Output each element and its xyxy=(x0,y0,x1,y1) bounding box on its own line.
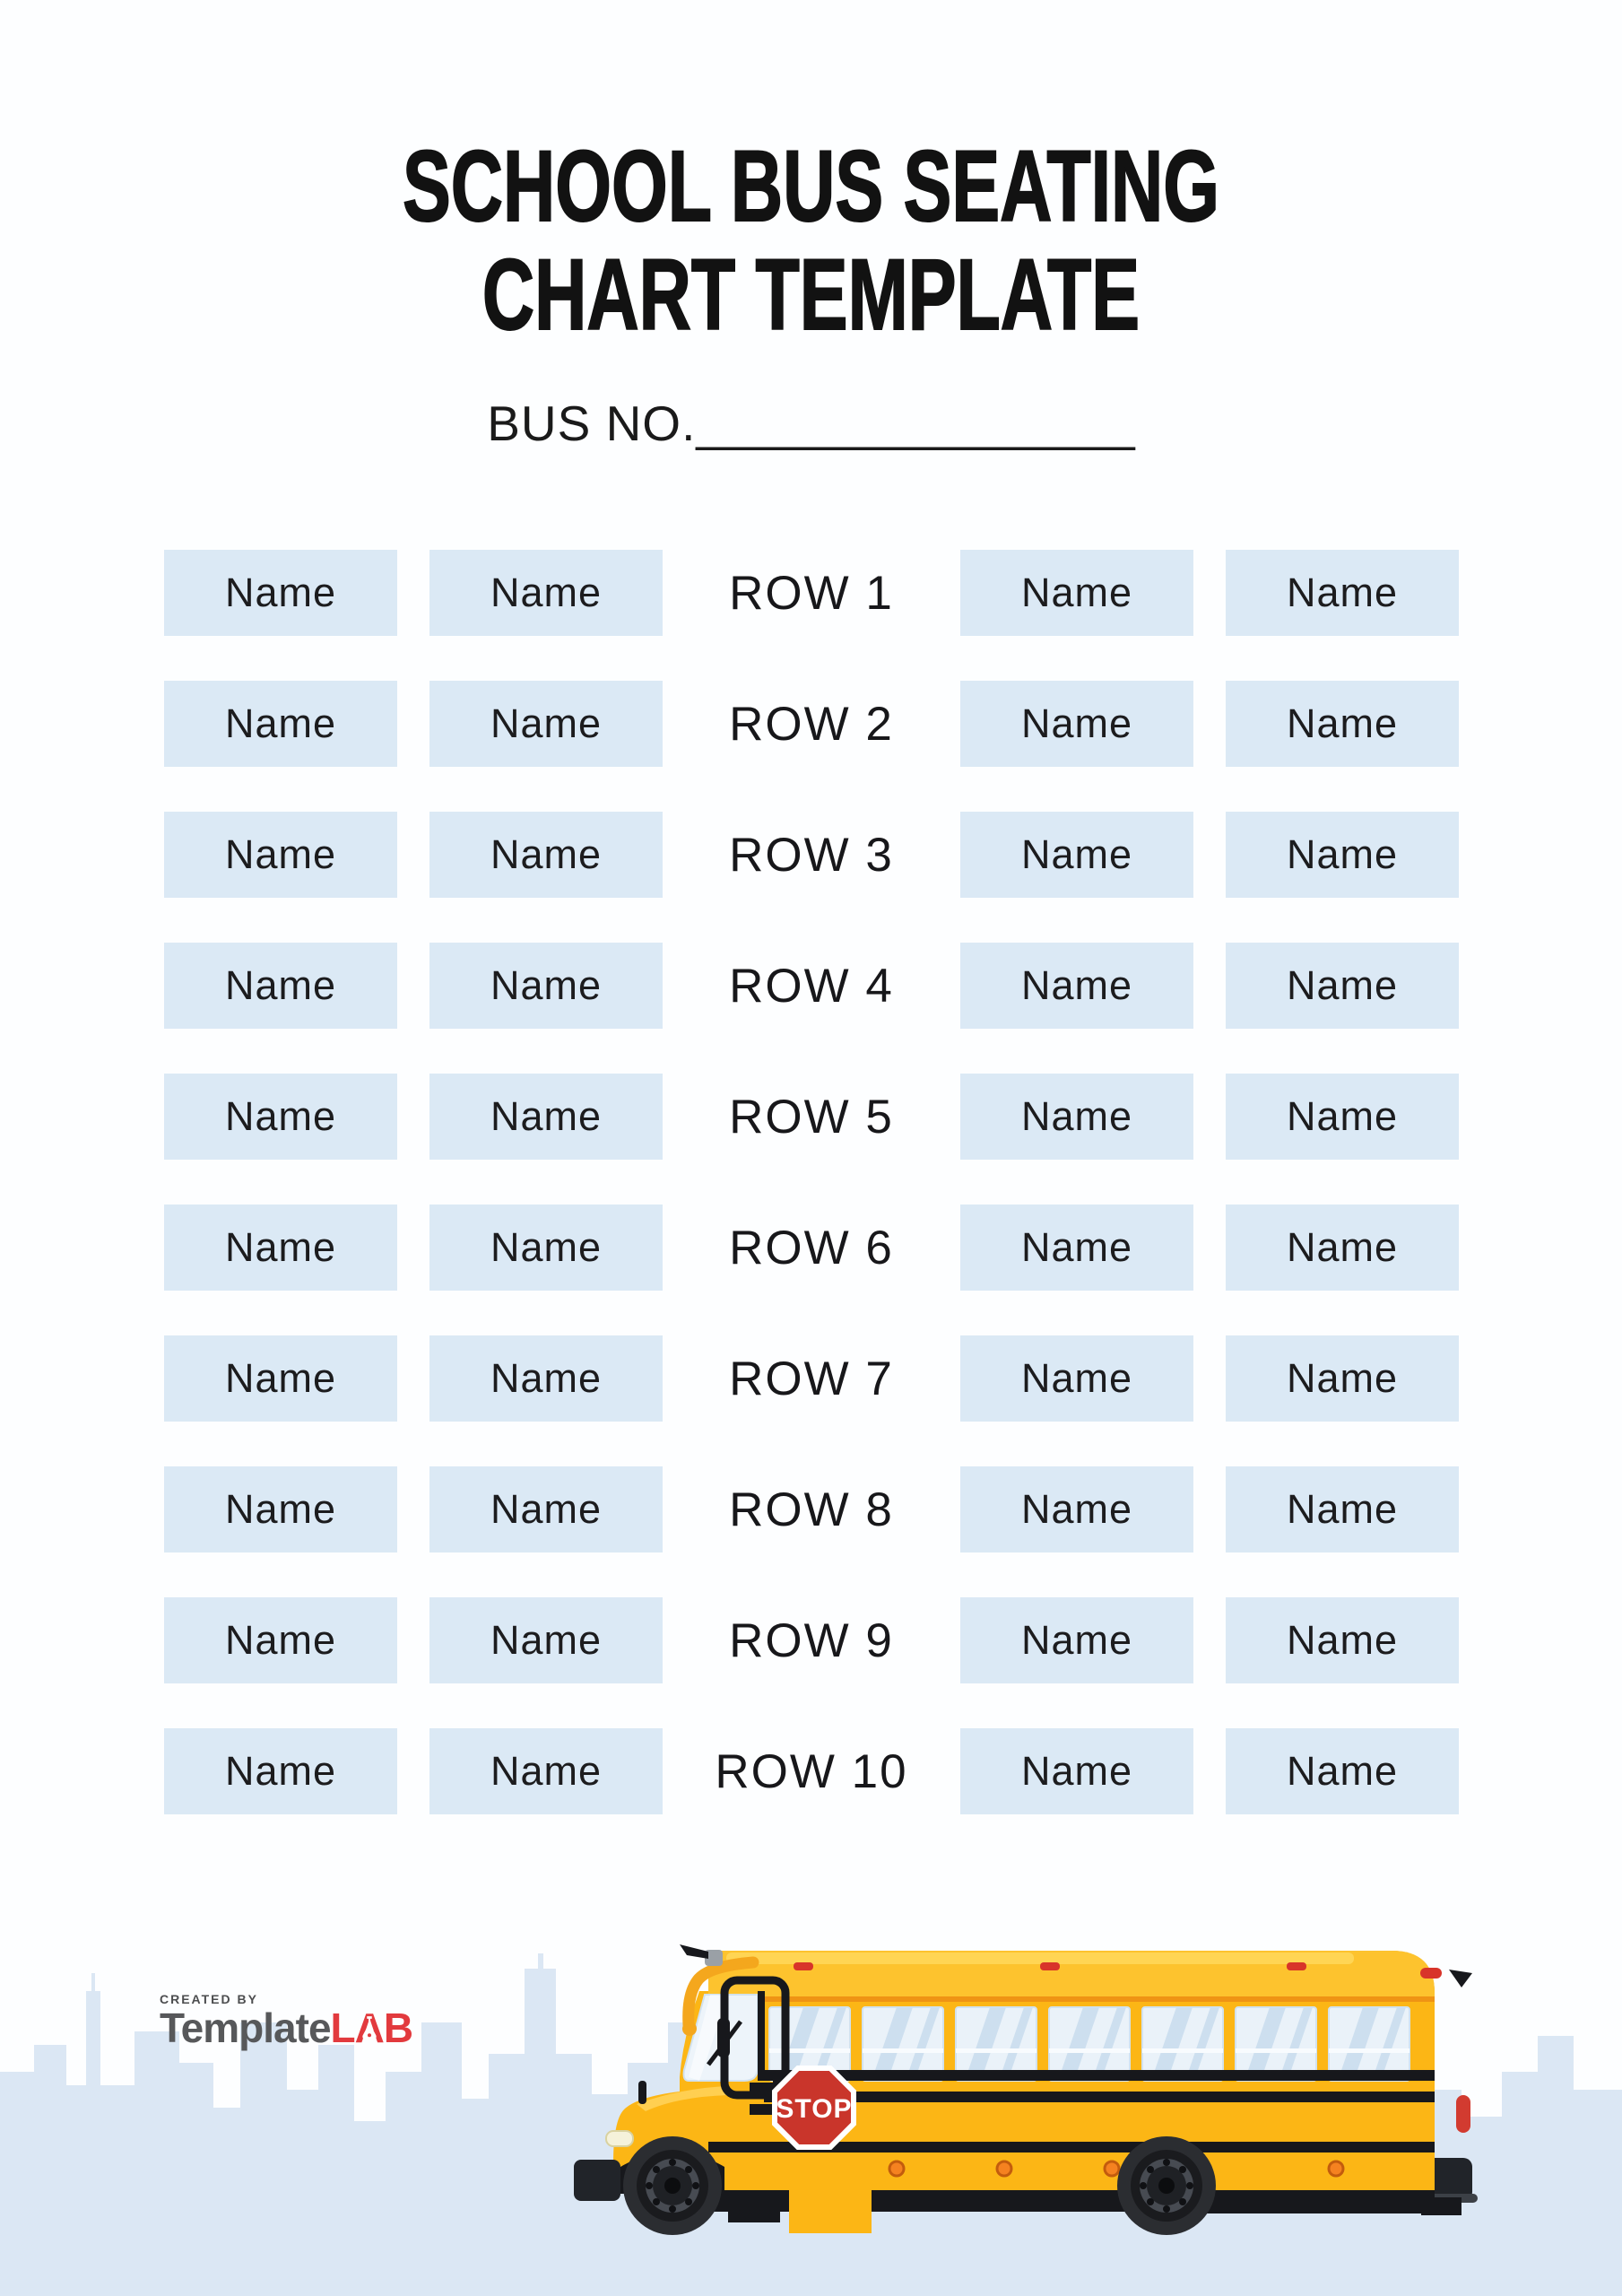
flask-icon xyxy=(361,2016,377,2039)
seat-name-cell[interactable]: Name xyxy=(1226,1335,1459,1422)
seat-name-cell[interactable]: Name xyxy=(429,1728,663,1814)
seat-name-cell[interactable]: Name xyxy=(164,1335,397,1422)
seat-name-cell[interactable]: Name xyxy=(1226,812,1459,898)
bus-roof-marker-light xyxy=(794,1962,813,1970)
seating-row-2: Name Name ROW 2 Name Name xyxy=(164,681,1459,767)
seating-row-9: Name Name ROW 9 Name Name xyxy=(164,1597,1459,1683)
seat-name-cell[interactable]: Name xyxy=(1226,1597,1459,1683)
seat-name-cell[interactable]: Name xyxy=(960,681,1193,767)
bus-marker-light xyxy=(1327,2160,1345,2178)
bus-headlight xyxy=(605,2130,634,2147)
seat-name-cell[interactable]: Name xyxy=(429,550,663,636)
seating-row-4: Name Name ROW 4 Name Name xyxy=(164,943,1459,1029)
seat-name-cell[interactable]: Name xyxy=(1226,1466,1459,1552)
templatelab-logo: CREATED BY TemplateLAB xyxy=(160,1992,414,2051)
bus-mirror xyxy=(717,2018,730,2057)
stop-sign-label: STOP xyxy=(776,2094,852,2124)
seat-name-cell[interactable]: Name xyxy=(960,1074,1193,1160)
bus-number-label: BUS NO. xyxy=(487,396,697,451)
bus-door-step xyxy=(789,2190,872,2233)
seat-name-cell[interactable]: Name xyxy=(960,1335,1193,1422)
seating-grid: Name Name ROW 1 Name Name Name Name ROW … xyxy=(164,550,1459,1859)
seat-name-cell[interactable]: Name xyxy=(1226,1074,1459,1160)
brand-lab-text: LAB xyxy=(331,2007,414,2048)
seat-name-cell[interactable]: Name xyxy=(164,1074,397,1160)
seat-name-cell[interactable]: Name xyxy=(429,1466,663,1552)
bus-front-bumper xyxy=(574,2160,620,2201)
bus-rear-wheel xyxy=(1117,2136,1216,2235)
seat-name-cell[interactable]: Name xyxy=(960,1597,1193,1683)
bus-marker-light xyxy=(888,2160,906,2178)
seat-name-cell[interactable]: Name xyxy=(960,1466,1193,1552)
seat-name-cell[interactable]: Name xyxy=(164,681,397,767)
seating-row-6: Name Name ROW 6 Name Name xyxy=(164,1205,1459,1291)
seating-row-1: Name Name ROW 1 Name Name xyxy=(164,550,1459,636)
bus-crossing-arm xyxy=(682,1956,759,2031)
bus-stop-sign: STOP xyxy=(750,2066,856,2150)
row-label: ROW 4 xyxy=(729,959,894,1013)
bus-marker-light xyxy=(1103,2160,1121,2178)
seat-name-cell[interactable]: Name xyxy=(164,812,397,898)
row-label: ROW 6 xyxy=(729,1221,894,1274)
seat-name-cell[interactable]: Name xyxy=(1226,943,1459,1029)
brand-template-text: Template xyxy=(160,2005,332,2051)
seating-row-3: Name Name ROW 3 Name Name xyxy=(164,812,1459,898)
seating-row-7: Name Name ROW 7 Name Name xyxy=(164,1335,1459,1422)
seating-row-10: Name Name ROW 10 Name Name xyxy=(164,1728,1459,1814)
seat-name-cell[interactable]: Name xyxy=(1226,1728,1459,1814)
row-label: ROW 7 xyxy=(729,1352,894,1405)
row-label: ROW 10 xyxy=(715,1744,908,1798)
seat-name-cell[interactable]: Name xyxy=(429,812,663,898)
seat-name-cell[interactable]: Name xyxy=(960,1205,1193,1291)
seat-name-cell[interactable]: Name xyxy=(164,1205,397,1291)
created-by-text: CREATED BY xyxy=(160,1992,258,2006)
bus-roof-marker-light xyxy=(1287,1962,1306,1970)
seat-name-cell[interactable]: Name xyxy=(960,1728,1193,1814)
row-label: ROW 2 xyxy=(729,697,894,751)
seat-name-cell[interactable]: Name xyxy=(960,943,1193,1029)
seat-name-cell[interactable]: Name xyxy=(429,1205,663,1291)
bus-side-windows xyxy=(768,2006,1410,2082)
seat-name-cell[interactable]: Name xyxy=(164,550,397,636)
bus-marker-light xyxy=(995,2160,1013,2178)
school-bus-illustration: STOP xyxy=(574,1944,1478,2235)
row-label: ROW 9 xyxy=(729,1613,894,1667)
seat-name-cell[interactable]: Name xyxy=(1226,681,1459,767)
seat-name-cell[interactable]: Name xyxy=(429,1597,663,1683)
row-label: ROW 5 xyxy=(729,1090,894,1144)
seat-name-cell[interactable]: Name xyxy=(164,1466,397,1552)
row-label: ROW 8 xyxy=(729,1483,894,1536)
seating-row-8: Name Name ROW 8 Name Name xyxy=(164,1466,1459,1552)
bus-number-field[interactable]: ________________ xyxy=(696,396,1135,451)
page-title-line2: CHART TEMPLATE xyxy=(481,238,1141,351)
seat-name-cell[interactable]: Name xyxy=(960,550,1193,636)
seat-name-cell[interactable]: Name xyxy=(960,812,1193,898)
seat-name-cell[interactable]: Name xyxy=(429,681,663,767)
seat-name-cell[interactable]: Name xyxy=(429,1335,663,1422)
seat-name-cell[interactable]: Name xyxy=(164,1728,397,1814)
bus-front-wheel xyxy=(623,2136,722,2235)
seat-name-cell[interactable]: Name xyxy=(164,1597,397,1683)
seat-name-cell[interactable]: Name xyxy=(429,943,663,1029)
brand-text: TemplateLAB xyxy=(160,2005,414,2051)
seat-name-cell[interactable]: Name xyxy=(164,943,397,1029)
row-label: ROW 1 xyxy=(729,566,894,620)
seating-row-5: Name Name ROW 5 Name Name xyxy=(164,1074,1459,1160)
seat-name-cell[interactable]: Name xyxy=(1226,550,1459,636)
seat-name-cell[interactable]: Name xyxy=(429,1074,663,1160)
page-title: SCHOOL BUS SEATING CHART TEMPLATE xyxy=(227,130,1394,351)
bus-taillight xyxy=(1456,2095,1470,2133)
row-label: ROW 3 xyxy=(729,828,894,882)
bus-number-line: BUS NO.________________ xyxy=(0,395,1622,452)
bus-roof-marker-light xyxy=(1040,1962,1060,1970)
page-title-line1: SCHOOL BUS SEATING xyxy=(402,130,1220,242)
seat-name-cell[interactable]: Name xyxy=(1226,1205,1459,1291)
